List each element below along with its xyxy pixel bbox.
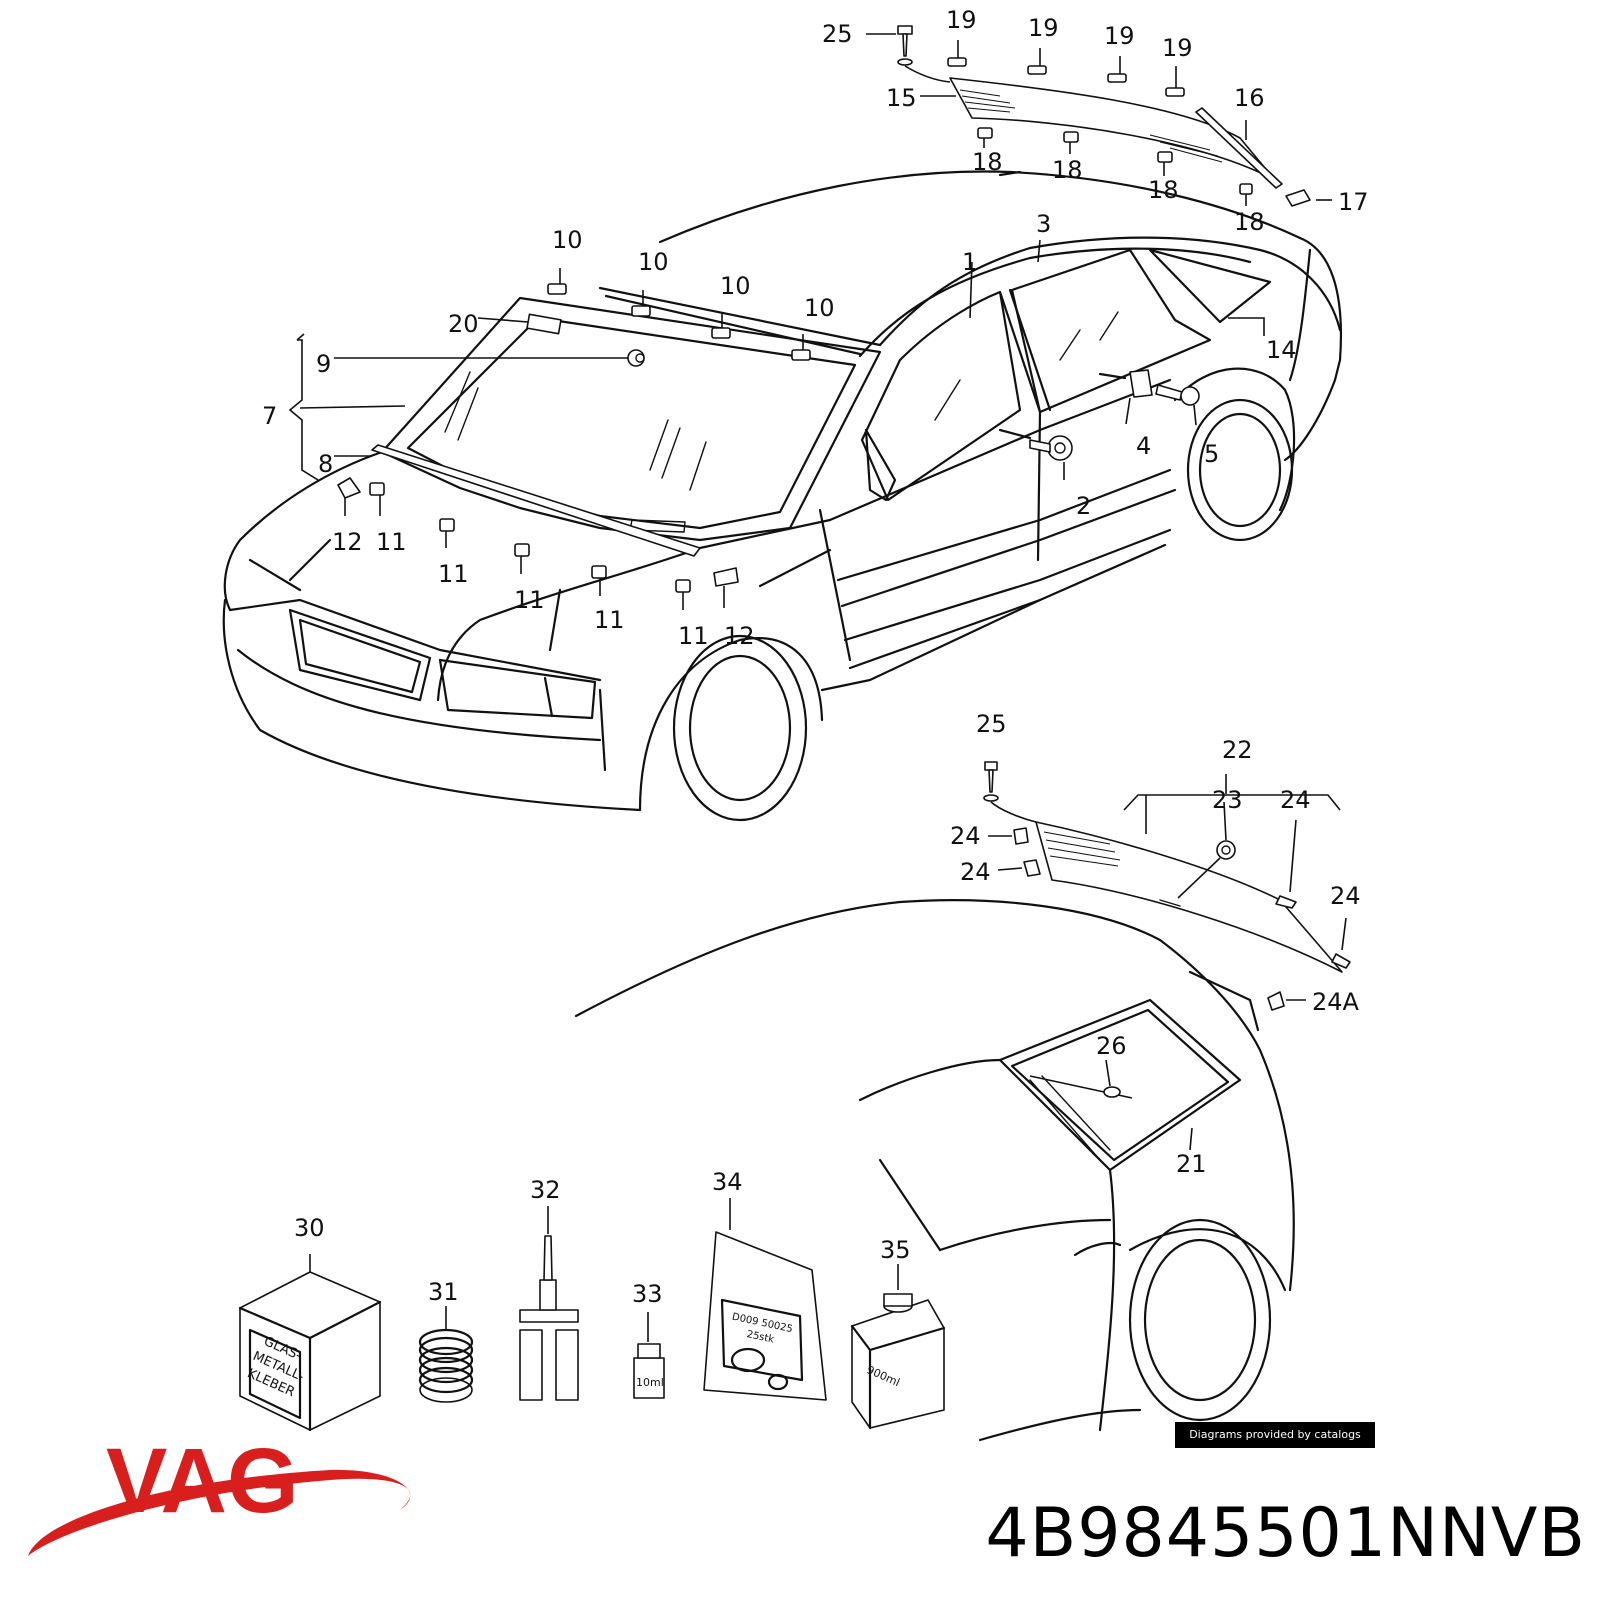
callout-10-c: 10 [720, 272, 751, 300]
callout-14: 14 [1266, 336, 1297, 364]
callout-11-e: 11 [678, 622, 709, 650]
callout-19-c: 19 [1104, 22, 1135, 50]
rear-window-lower [983, 761, 1351, 1151]
vag-logo: VAG [28, 1430, 411, 1556]
callout-21: 21 [1176, 1150, 1207, 1178]
callout-11-b: 11 [438, 560, 469, 588]
callout-11-c: 11 [514, 586, 545, 614]
rear-car-illustration [574, 899, 1295, 1442]
callout-19-a: 19 [946, 6, 977, 34]
rear-window-upper [866, 25, 1332, 207]
callout-34: 34 [712, 1168, 743, 1196]
callout-24-b: 24 [950, 822, 981, 850]
callout-2: 2 [1076, 492, 1091, 520]
callout-24-a: 24 [1280, 786, 1311, 814]
callout-16: 16 [1234, 84, 1265, 112]
callout-18-b: 18 [1052, 156, 1083, 184]
callout-18-c: 18 [1148, 176, 1179, 204]
supplies [238, 1198, 946, 1432]
front-car-illustration [222, 170, 1343, 822]
callout-26: 26 [1096, 1032, 1127, 1060]
callout-19-b: 19 [1028, 14, 1059, 42]
callout-10-b: 10 [638, 248, 669, 276]
callout-35: 35 [880, 1236, 911, 1264]
callout-24-c: 24 [960, 858, 991, 886]
logo-swoosh [28, 1469, 411, 1556]
callout-11-d: 11 [594, 606, 625, 634]
callout-12-a: 12 [332, 528, 363, 556]
front-parts [288, 239, 1265, 610]
callout-24a: 24A [1312, 988, 1360, 1016]
callout-30: 30 [294, 1214, 325, 1242]
jar-volume: 10ml [636, 1376, 664, 1389]
callout-22: 22 [1222, 736, 1253, 764]
callout-20: 20 [448, 310, 479, 338]
callout-23: 23 [1212, 786, 1243, 814]
callout-33: 33 [632, 1280, 663, 1308]
callout-24-d: 24 [1330, 882, 1361, 910]
callout-labels: 1 2 3 4 5 7 8 9 10 10 10 10 11 11 11 11 … [262, 6, 1369, 1308]
callout-4: 4 [1136, 432, 1151, 460]
callout-31: 31 [428, 1278, 459, 1306]
callout-10-d: 10 [804, 294, 835, 322]
callout-11-a: 11 [376, 528, 407, 556]
callout-7: 7 [262, 402, 277, 430]
diagram-credit: Diagrams provided by catalogs parts [1175, 1422, 1375, 1467]
callout-25-lower: 25 [976, 710, 1007, 738]
part-number: 4B9845501NNVB [985, 1494, 1586, 1573]
callout-10-a: 10 [552, 226, 583, 254]
callout-18-a: 18 [972, 148, 1003, 176]
callout-9: 9 [316, 350, 331, 378]
callout-3: 3 [1036, 210, 1051, 238]
callout-17: 17 [1338, 188, 1369, 216]
callout-12-b: 12 [724, 622, 755, 650]
callout-19-d: 19 [1162, 34, 1193, 62]
callout-5: 5 [1204, 440, 1219, 468]
callout-32: 32 [530, 1176, 561, 1204]
logo-wordmark: VAG [106, 1430, 299, 1532]
callout-8: 8 [318, 450, 333, 478]
callout-18-d: 18 [1234, 208, 1265, 236]
callout-25-top: 25 [822, 20, 853, 48]
callout-15: 15 [886, 84, 917, 112]
callout-1: 1 [962, 248, 977, 276]
